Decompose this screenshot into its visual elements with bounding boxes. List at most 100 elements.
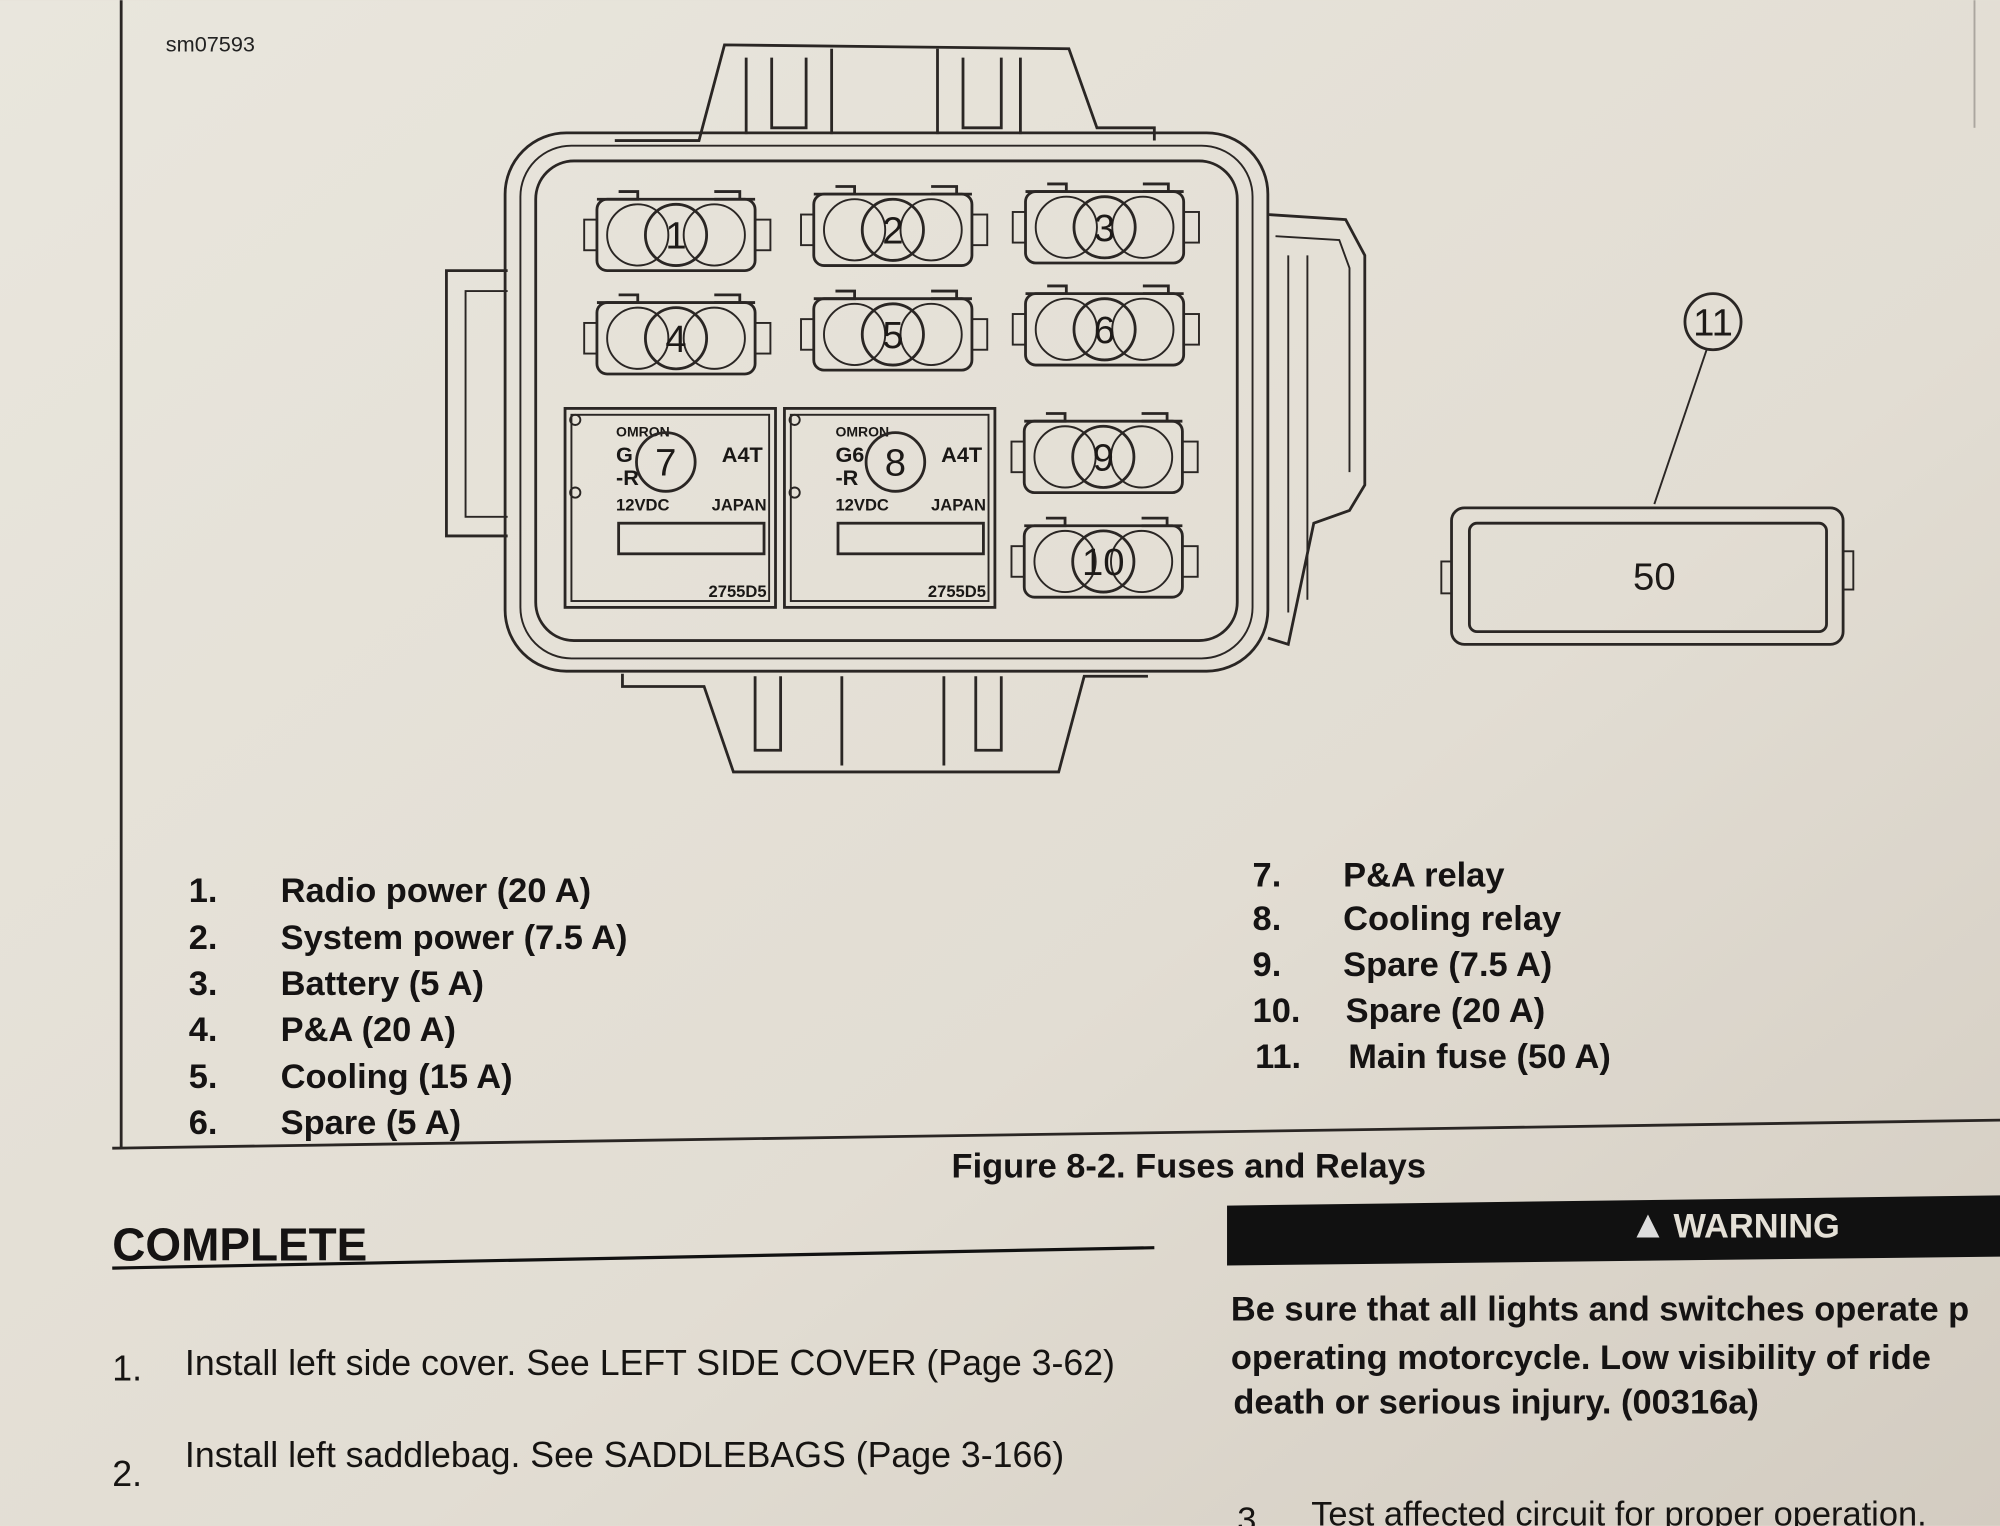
relay-label-part: 2755D5 bbox=[709, 582, 767, 601]
warning-banner bbox=[1227, 1195, 2000, 1266]
figure-frame bbox=[112, 0, 2000, 1150]
legend-label: Radio power (20 A) bbox=[281, 872, 591, 910]
fuse-callout bbox=[860, 302, 925, 367]
fuse-4: 4 bbox=[583, 293, 772, 376]
legend-number: 3. bbox=[189, 965, 218, 1003]
fuse-callout bbox=[644, 202, 709, 267]
callout-11-label: 11 bbox=[1693, 301, 1733, 344]
relay-callout bbox=[635, 431, 697, 493]
legend-item: 8. Cooling relay bbox=[1253, 900, 1562, 938]
legend-item: 11. Main fuse (50 A) bbox=[1255, 1038, 1611, 1076]
legend-label: Main fuse (50 A) bbox=[1348, 1038, 1611, 1076]
legend-label: Spare (20 A) bbox=[1346, 992, 1546, 1030]
legend-number: 8. bbox=[1253, 900, 1282, 938]
legend-item: 4.P&A (20 A) bbox=[189, 1011, 456, 1049]
fuse-callout-label: 2 bbox=[882, 210, 903, 253]
legend-number: 2. bbox=[189, 919, 218, 957]
fuse-2: 2 bbox=[800, 185, 989, 267]
relay-label-brand: OMRON bbox=[616, 423, 670, 439]
warning-box: WARNING Be sure that all lights and swit… bbox=[1227, 1195, 2000, 1526]
fuse-9: 9 bbox=[1010, 412, 1199, 494]
fuse-callout-label: 10 bbox=[1082, 541, 1125, 584]
main-fuse-rating: 50 bbox=[1633, 555, 1676, 598]
legend-item: 10. Spare (20 A) bbox=[1253, 992, 1546, 1030]
figure-caption: Figure 8-2. Fuses and Relays bbox=[952, 1148, 1426, 1186]
callout-11 bbox=[1683, 292, 1743, 352]
legend-number: 9. bbox=[1253, 946, 1282, 984]
fuse-callout-label: 6 bbox=[1094, 309, 1115, 352]
warning-title: WARNING bbox=[1673, 1207, 1839, 1245]
legend-label: Cooling (15 A) bbox=[281, 1058, 513, 1096]
figure-legend: 1. Radio power (20 A) 2. System power (7.5 … bbox=[189, 857, 1611, 1142]
relay-callout-label: 8 bbox=[885, 442, 906, 485]
relay-label-origin: JAPAN bbox=[712, 495, 767, 514]
legend-label: System power (7.5 A) bbox=[281, 919, 628, 957]
fuse-5: 5 bbox=[800, 289, 989, 372]
relay-label-line1-left: G bbox=[616, 442, 633, 467]
legend-item: 1. Radio power (20 A) bbox=[189, 872, 591, 910]
legend-label: P&A (20 A) bbox=[281, 1011, 456, 1049]
step-number: 1. bbox=[112, 1348, 142, 1388]
relay-callout bbox=[864, 431, 927, 493]
legend-label: Spare (5 A) bbox=[281, 1104, 461, 1142]
relay-7: OMRON G A4T -R 12VDC JAPAN 2755D5 7 bbox=[563, 407, 777, 609]
fuse-callout bbox=[860, 197, 925, 262]
step-text: Install left side cover. See LEFT SIDE C… bbox=[185, 1343, 1115, 1383]
warning-triangle-icon bbox=[1636, 1214, 1660, 1238]
fuse-callout bbox=[644, 306, 709, 371]
legend-item: 2. System power (7.5 A) bbox=[189, 919, 628, 957]
fuse-callout-label: 5 bbox=[882, 314, 903, 357]
fuse-callout-label: 9 bbox=[1093, 437, 1114, 480]
step-text: Install left saddlebag. See SADDLEBAGS (… bbox=[185, 1435, 1064, 1475]
relay-callout-label: 7 bbox=[655, 442, 676, 485]
figure-id-label: sm07593 bbox=[166, 31, 255, 56]
legend-number: 1. bbox=[189, 872, 218, 910]
relay-label-voltage: 12VDC bbox=[835, 495, 888, 514]
step-number: 3 bbox=[1237, 1501, 1256, 1526]
legend-label: Spare (7.5 A) bbox=[1343, 946, 1552, 984]
legend-label: Battery (5 A) bbox=[281, 965, 484, 1003]
fuse-6: 6 bbox=[1011, 284, 1200, 367]
fuse-callout-label: 3 bbox=[1094, 207, 1115, 250]
fuse-callout-label: 1 bbox=[665, 215, 686, 258]
legend-number: 5. bbox=[189, 1058, 218, 1096]
main-fuse-drawing: 11 50 bbox=[1440, 292, 1855, 646]
legend-number: 11. bbox=[1255, 1038, 1301, 1076]
legend-item: 9. Spare (7.5 A) bbox=[1253, 946, 1553, 984]
relay-label-part: 2755D5 bbox=[928, 582, 986, 601]
relay-label-line1-left: G6 bbox=[835, 442, 864, 467]
fuse-10: 10 bbox=[1010, 516, 1199, 599]
legend-label: Cooling relay bbox=[1343, 900, 1561, 938]
relay-label-origin: JAPAN bbox=[931, 495, 986, 514]
legend-number: 10. bbox=[1253, 992, 1301, 1030]
relay-label-brand: OMRON bbox=[835, 423, 889, 439]
fuse-callout bbox=[1072, 195, 1137, 260]
relay-label-line2: -R bbox=[616, 465, 639, 490]
relay-label-line1-right: A4T bbox=[722, 442, 763, 467]
legend-item: 3. Battery (5 A) bbox=[189, 965, 484, 1003]
fuse-callout bbox=[1071, 424, 1136, 489]
legend-label: P&A relay bbox=[1343, 857, 1504, 895]
warning-text-line: Be sure that all lights and switches ope… bbox=[1231, 1290, 1969, 1328]
complete-steps: 1. Install left side cover. See LEFT SID… bbox=[112, 1343, 1115, 1494]
step-text: Test affected circuit for proper operati… bbox=[1311, 1496, 1926, 1526]
fuse-3: 3 bbox=[1011, 182, 1200, 265]
fuse-callout-label: 4 bbox=[665, 318, 686, 361]
heading-underline bbox=[112, 1246, 1155, 1270]
relay-label-voltage: 12VDC bbox=[616, 495, 669, 514]
section-heading-complete: COMPLETE bbox=[112, 1218, 367, 1270]
fuse-1: 1 bbox=[583, 190, 772, 273]
legend-item: 7. P&A relay bbox=[1253, 857, 1505, 895]
fuse-callout bbox=[1072, 297, 1137, 362]
legend-number: 6. bbox=[189, 1104, 218, 1142]
fuse-callout bbox=[1071, 529, 1136, 594]
warning-text-line: death or serious injury. (00316a) bbox=[1233, 1384, 1758, 1422]
legend-number: 7. bbox=[1253, 857, 1282, 895]
warning-text-line: operating motorcycle. Low visibility of … bbox=[1231, 1339, 1931, 1377]
relay-label-line2: -R bbox=[835, 465, 858, 490]
legend-item: 6. Spare (5 A) bbox=[189, 1104, 461, 1142]
